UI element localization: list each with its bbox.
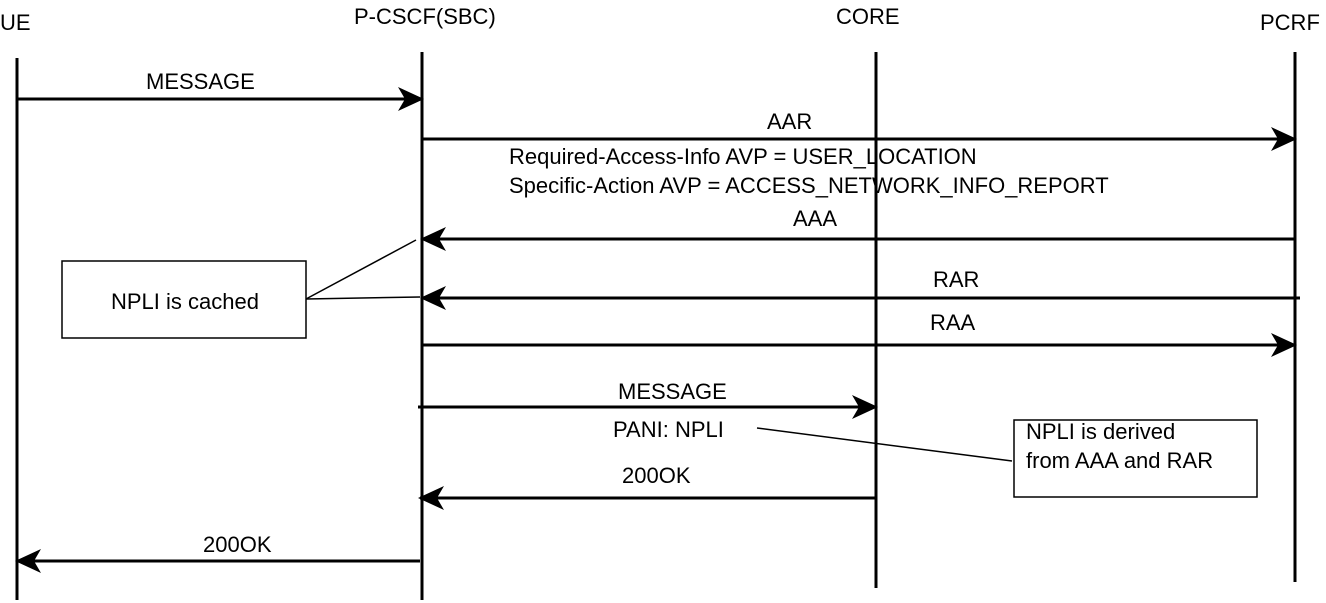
note-cached-text: NPLI is cached: [111, 289, 259, 314]
note-cached-connector-bottom: [305, 296, 421, 300]
label-aaa: AAA: [793, 206, 837, 231]
note-derived-text-line1: NPLI is derived: [1026, 419, 1175, 444]
label-rar: RAR: [933, 267, 979, 292]
label-aar: AAR: [767, 109, 812, 134]
label-pani-npli: PANI: NPLI: [613, 417, 724, 442]
entity-pcrf: PCRF: [1260, 10, 1320, 35]
entity-core: CORE: [836, 4, 900, 29]
entity-pcscf: P-CSCF(SBC): [354, 4, 496, 29]
label-200ok-1: 200OK: [622, 463, 691, 488]
entity-ue: UE: [0, 10, 31, 35]
label-message-2: MESSAGE: [618, 379, 727, 404]
label-200ok-2: 200OK: [203, 532, 272, 557]
label-message-1: MESSAGE: [146, 69, 255, 94]
label-aar-required-access-info: Required-Access-Info AVP = USER_LOCATION: [509, 144, 977, 169]
note-derived-box: [1013, 419, 1258, 498]
note-cached-box: [61, 260, 307, 339]
label-aar-specific-action: Specific-Action AVP = ACCESS_NETWORK_INF…: [509, 173, 1109, 198]
label-raa: RAA: [930, 310, 976, 335]
note-cached-connector-top: [305, 239, 417, 300]
note-derived-text-line2: from AAA and RAR: [1026, 448, 1213, 473]
note-derived-connector: [756, 427, 1013, 462]
